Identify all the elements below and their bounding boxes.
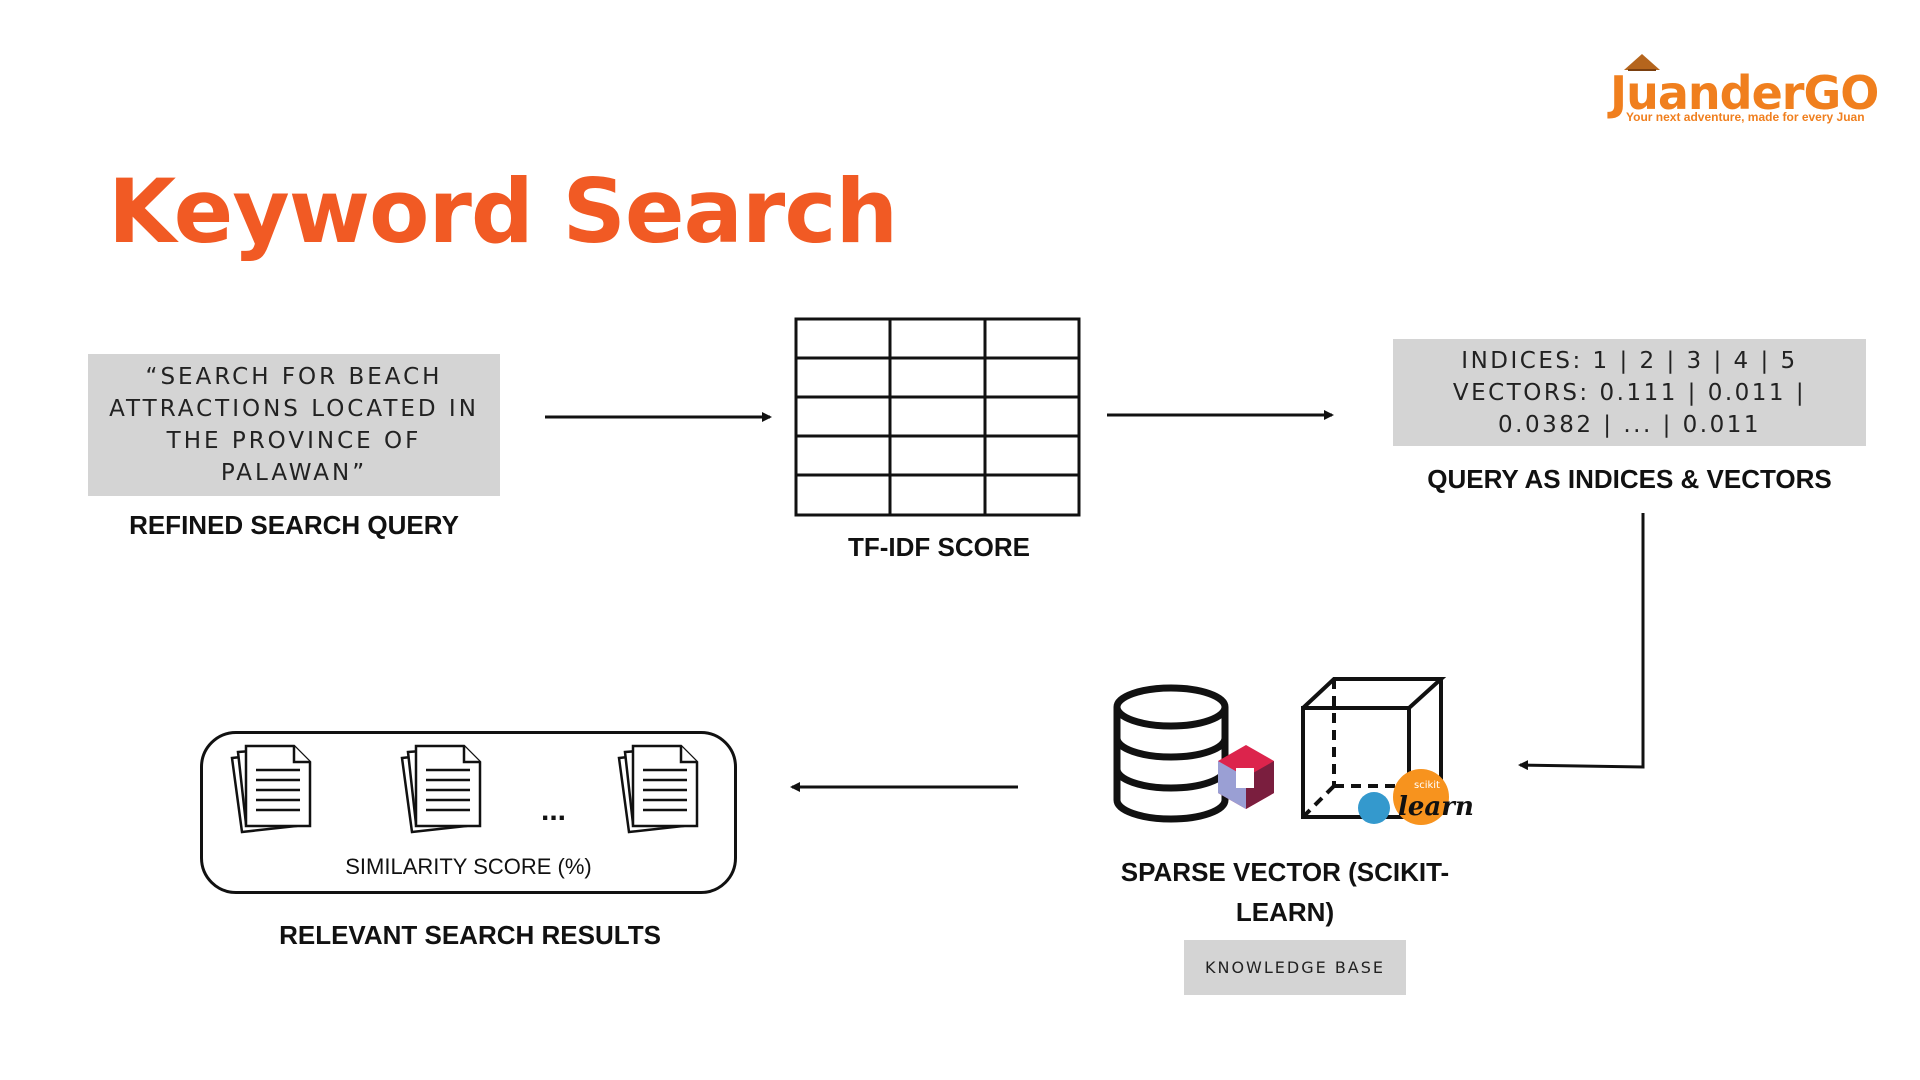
- scikit-learn-logo: [1358, 769, 1449, 825]
- results-label: RELEVANT SEARCH RESULTS: [279, 920, 661, 950]
- knowledge-base-badge: KNOWLEDGE BASE: [1184, 940, 1406, 995]
- indices-vectors-box: INDICES: 1 | 2 | 3 | 4 | 5 VECTORS: 0.11…: [1393, 339, 1866, 446]
- logo-wordmark: JuanderGO: [1610, 66, 1879, 120]
- document-stack-icon: [230, 744, 312, 834]
- sparse-vector-label: SPARSE VECTOR (SCIKIT-LEARN): [1120, 857, 1450, 927]
- results-ellipsis: ...: [541, 794, 567, 827]
- logo-tagline: Your next adventure, made for every Juan: [1626, 110, 1865, 124]
- vectors-line: VECTORS: 0.111 | 0.011 | 0.0382 | ... | …: [1452, 379, 1807, 438]
- results-box: ... SIMILARITY SCORE (%): [200, 731, 737, 894]
- query-text: “SEARCH FOR BEACH ATTRACTIONS LOCATED IN…: [109, 364, 479, 486]
- tfidf-table-icon: [794, 317, 1081, 517]
- juandergo-logo: JuanderGO Your next adventure, made for …: [1610, 52, 1900, 132]
- cube-icon: [1301, 677, 1447, 819]
- knowledge-base-label: KNOWLEDGE BASE: [1205, 958, 1385, 977]
- document-stack-icon: [617, 744, 699, 834]
- sklearn-learn-text: learn: [1398, 792, 1474, 822]
- similarity-score-label: SIMILARITY SCORE (%): [345, 854, 592, 879]
- arrow-indices-to-sparse: [1518, 513, 1645, 771]
- query-box: “SEARCH FOR BEACH ATTRACTIONS LOCATED IN…: [88, 354, 500, 496]
- page-title: Keyword Search: [108, 160, 898, 263]
- sklearn-small-text: scikit: [1414, 780, 1440, 791]
- indices-line: INDICES: 1 | 2 | 3 | 4 | 5: [1461, 347, 1798, 374]
- query-label: REFINED SEARCH QUERY: [129, 510, 459, 540]
- tfidf-label: TF-IDF SCORE: [848, 532, 1030, 562]
- indices-vectors-label: QUERY AS INDICES & VECTORS: [1427, 464, 1832, 494]
- document-stack-icon: [400, 744, 482, 834]
- hat-icon: [1624, 54, 1660, 71]
- qdrant-logo: [1218, 745, 1274, 809]
- database-icon: [1113, 684, 1229, 823]
